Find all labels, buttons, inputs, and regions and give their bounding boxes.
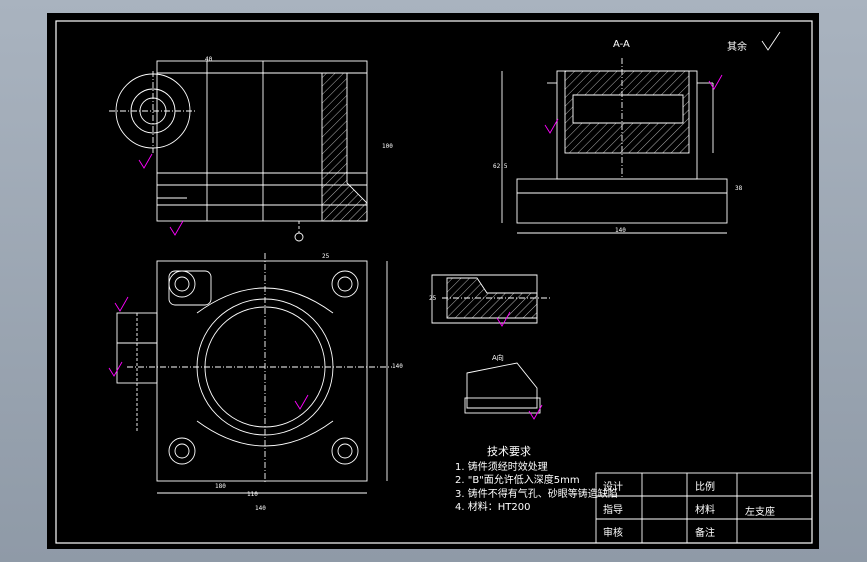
dim-section-width: 140 <box>615 227 626 234</box>
section-label: A-A <box>613 39 630 50</box>
tb-guide: 指导 <box>603 505 623 516</box>
tb-part-name: 左支座 <box>745 507 775 518</box>
detail-views <box>431 274 552 414</box>
plan-view <box>116 253 392 494</box>
dim-height-right: 100 <box>382 143 393 150</box>
tech-req-item: 1. 铸件须经时效处理 <box>455 461 548 473</box>
title-block <box>595 472 813 544</box>
tech-req-title: 技术要求 <box>487 445 531 458</box>
technical-requirements: 技术要求 1. 铸件须经时效处理 2. "B"面允许低入深度5mm 3. 铸件不… <box>455 445 618 515</box>
drawing-canvas <box>55 20 813 544</box>
finish-symbol <box>761 31 781 51</box>
dim-plan-offset: 25 <box>322 253 330 260</box>
surface-finish-note: 其余 <box>727 42 747 53</box>
dim-section-height: 62.5 <box>493 163 508 170</box>
dim-top-len: 40 <box>205 56 213 63</box>
tb-review: 审核 <box>603 528 623 539</box>
drawing-sheet: A-A 其余 A向 40 100 140 62.5 140 140 25 110… <box>47 13 819 549</box>
front-view <box>109 60 368 242</box>
tb-remarks: 备注 <box>695 528 715 539</box>
detail-label: A向 <box>492 354 504 362</box>
dim-25: 25 <box>429 295 437 302</box>
tb-scale: 比例 <box>695 482 715 493</box>
dim-38: 38 <box>735 185 743 192</box>
dim-plan-a: 110 <box>247 491 258 498</box>
tech-req-item: 3. 铸件不得有气孔、砂眼等铸造缺陷 <box>455 488 618 500</box>
drawing-border <box>55 20 813 544</box>
tb-design: 设计 <box>603 482 623 493</box>
surface-marks <box>108 74 723 420</box>
tech-req-item: 4. 材料：HT200 <box>455 502 531 513</box>
dim-plan-b: 180 <box>215 483 226 490</box>
section-view <box>501 58 728 234</box>
tb-material: 材料 <box>695 505 715 516</box>
dim-plan-width: 140 <box>255 505 266 512</box>
tech-req-item: 2. "B"面允许低入深度5mm <box>455 475 580 486</box>
dim-plan-height: 140 <box>392 363 403 370</box>
